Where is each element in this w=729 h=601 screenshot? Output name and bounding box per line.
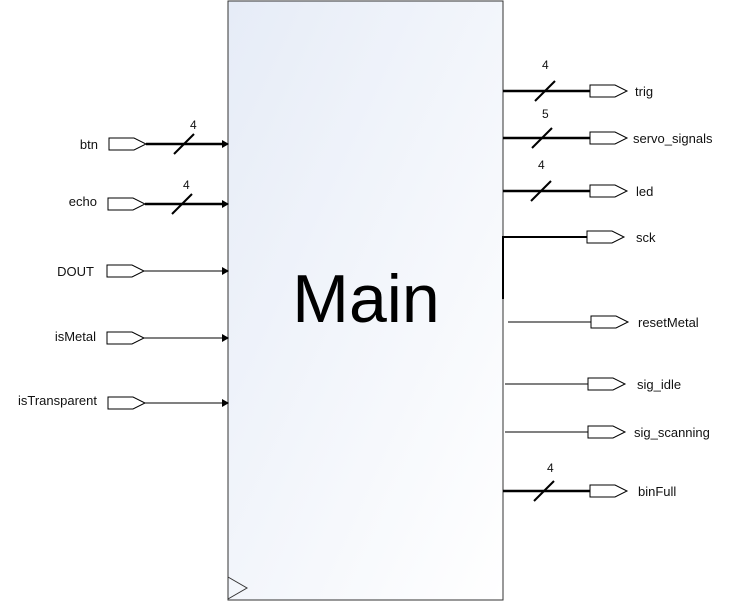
bus-slash [531, 127, 553, 149]
bus-width-label: 5 [542, 107, 549, 121]
port-label: sig_scanning [634, 425, 710, 440]
arrow-icon [222, 200, 229, 208]
port-label: resetMetal [638, 315, 699, 330]
bus-width-label: 4 [542, 58, 549, 72]
bus-width-label: 4 [183, 178, 190, 192]
input-connector-icon [106, 264, 146, 278]
output-port-resetmetal: resetMetal [508, 315, 699, 330]
port-label: led [636, 184, 653, 199]
output-connector-icon [589, 84, 629, 98]
input-connector-icon [107, 396, 147, 410]
port-label: btn [80, 137, 98, 152]
input-connector-icon [108, 137, 148, 151]
output-port-servo-signals: 5 servo_signals [503, 107, 713, 149]
port-label: DOUT [57, 264, 94, 279]
port-label: sck [636, 230, 656, 245]
port-label: isTransparent [18, 393, 97, 408]
bus-width-label: 4 [538, 158, 545, 172]
module-box [227, 0, 504, 601]
signal-wire [502, 236, 587, 299]
input-connector-icon [106, 331, 146, 345]
bus-slash [534, 80, 556, 102]
output-connector-icon [587, 377, 627, 391]
port-label: isMetal [55, 329, 96, 344]
output-connector-icon [589, 184, 629, 198]
output-port-led: 4 led [503, 158, 653, 202]
input-port-btn: btn 4 [80, 118, 229, 155]
port-label: servo_signals [633, 131, 713, 146]
output-port-sck: sck [502, 230, 656, 299]
arrow-icon [222, 399, 229, 407]
output-connector-icon [589, 484, 629, 498]
output-connector-icon [587, 425, 627, 439]
port-label: echo [69, 194, 97, 209]
output-connector-icon [589, 131, 629, 145]
bus-slash [171, 193, 193, 215]
input-connector-icon [107, 197, 147, 211]
output-connector-icon [586, 230, 626, 244]
clock-indicator-icon [227, 576, 248, 600]
arrow-icon [222, 140, 229, 148]
output-port-sig-idle: sig_idle [505, 377, 681, 392]
bus-slash [530, 180, 552, 202]
output-connector-icon [590, 315, 630, 329]
port-label: sig_idle [637, 377, 681, 392]
port-label: trig [635, 84, 653, 99]
port-label: binFull [638, 484, 676, 499]
bus-width-label: 4 [547, 461, 554, 475]
input-port-istransparent: isTransparent [18, 393, 229, 410]
output-port-sig-scanning: sig_scanning [505, 425, 710, 440]
module-title: Main [292, 261, 439, 337]
input-port-ismetal: isMetal [55, 329, 229, 345]
bus-slash [533, 480, 555, 502]
bus-slash [173, 133, 195, 155]
output-port-trig: 4 trig [503, 58, 653, 102]
arrow-icon [222, 267, 229, 275]
arrow-icon [222, 334, 229, 342]
output-port-binfull: 4 binFull [503, 461, 676, 502]
input-port-echo: echo 4 [69, 178, 229, 215]
input-port-dout: DOUT [57, 264, 229, 279]
bus-width-label: 4 [190, 118, 197, 132]
